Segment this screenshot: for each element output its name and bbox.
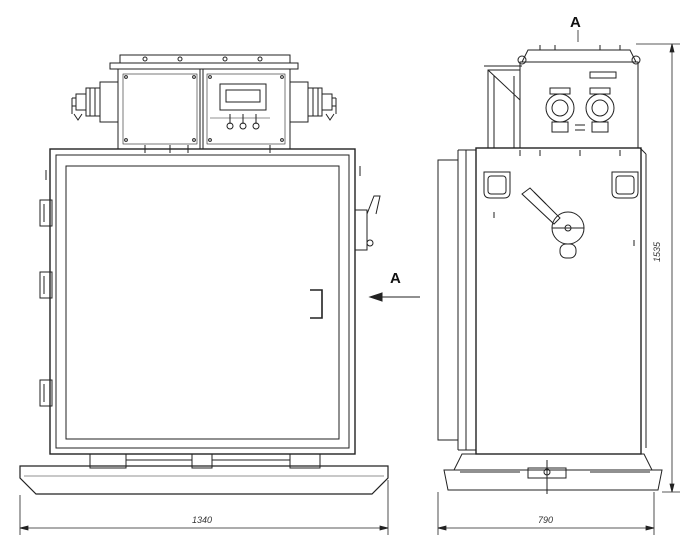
side-base [443,453,663,494]
front-dimension [19,480,389,535]
arrow-label-a: A [390,270,401,287]
front-view [19,54,389,495]
main-enclosure [39,145,381,455]
cable-entry-left [545,93,575,123]
dimension-side-width: 790 [538,515,554,525]
dimension-height: 1535 [652,241,662,262]
section-label-a: A [570,14,581,31]
door-handle [310,289,323,319]
display-panel [210,83,270,130]
cable-entry-right [585,93,615,123]
rotary-switch [521,187,585,259]
side-view [437,45,663,494]
right-cable-gland [289,81,337,123]
front-base-feet [89,453,321,469]
lifting-eye-right [611,171,639,199]
dimension-front-width: 1340 [192,515,213,525]
side-top-hood [517,45,641,149]
left-cable-gland [71,81,119,123]
side-bracket [484,65,522,149]
top-junction-box [109,54,299,150]
front-skid [19,465,389,495]
side-body [437,147,647,455]
side-width-dimension [437,492,655,535]
height-dimension [636,43,680,493]
view-arrow [368,292,420,302]
lifting-eye-left [483,171,511,199]
